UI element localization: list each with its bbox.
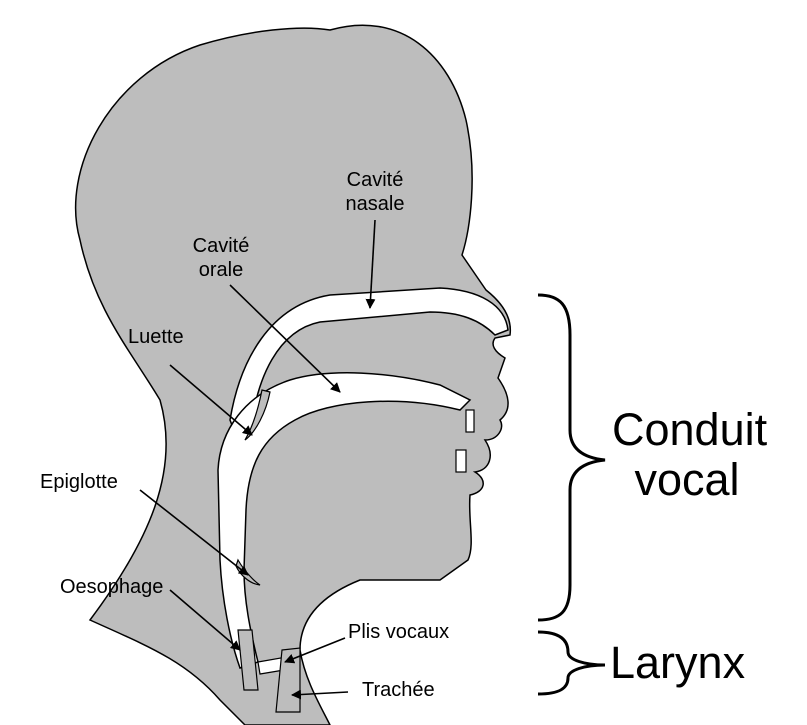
label-cavite-orale: Cavité orale — [166, 234, 276, 282]
label-conduit-vocal-line2: vocal — [612, 455, 762, 505]
label-conduit-vocal: Conduit vocal — [612, 405, 762, 505]
label-cavite-nasale-line2: nasale — [320, 192, 430, 216]
label-cavite-nasale-line1: Cavité — [320, 168, 430, 192]
label-cavite-orale-line1: Cavité — [166, 234, 276, 258]
brace-larynx — [538, 632, 605, 694]
label-luette: Luette — [128, 325, 184, 349]
label-oesophage: Oesophage — [60, 575, 163, 599]
upper-tooth — [466, 410, 474, 432]
label-trachee: Trachée — [362, 678, 435, 702]
brace-conduit-vocal — [538, 295, 605, 620]
label-epiglotte: Epiglotte — [40, 470, 118, 494]
label-plis-vocaux: Plis vocaux — [348, 620, 449, 644]
label-conduit-vocal-line1: Conduit — [612, 405, 762, 455]
label-larynx: Larynx — [610, 638, 745, 688]
lower-tooth — [456, 450, 466, 472]
label-cavite-nasale: Cavité nasale — [320, 168, 430, 216]
label-cavite-orale-line2: orale — [166, 258, 276, 282]
